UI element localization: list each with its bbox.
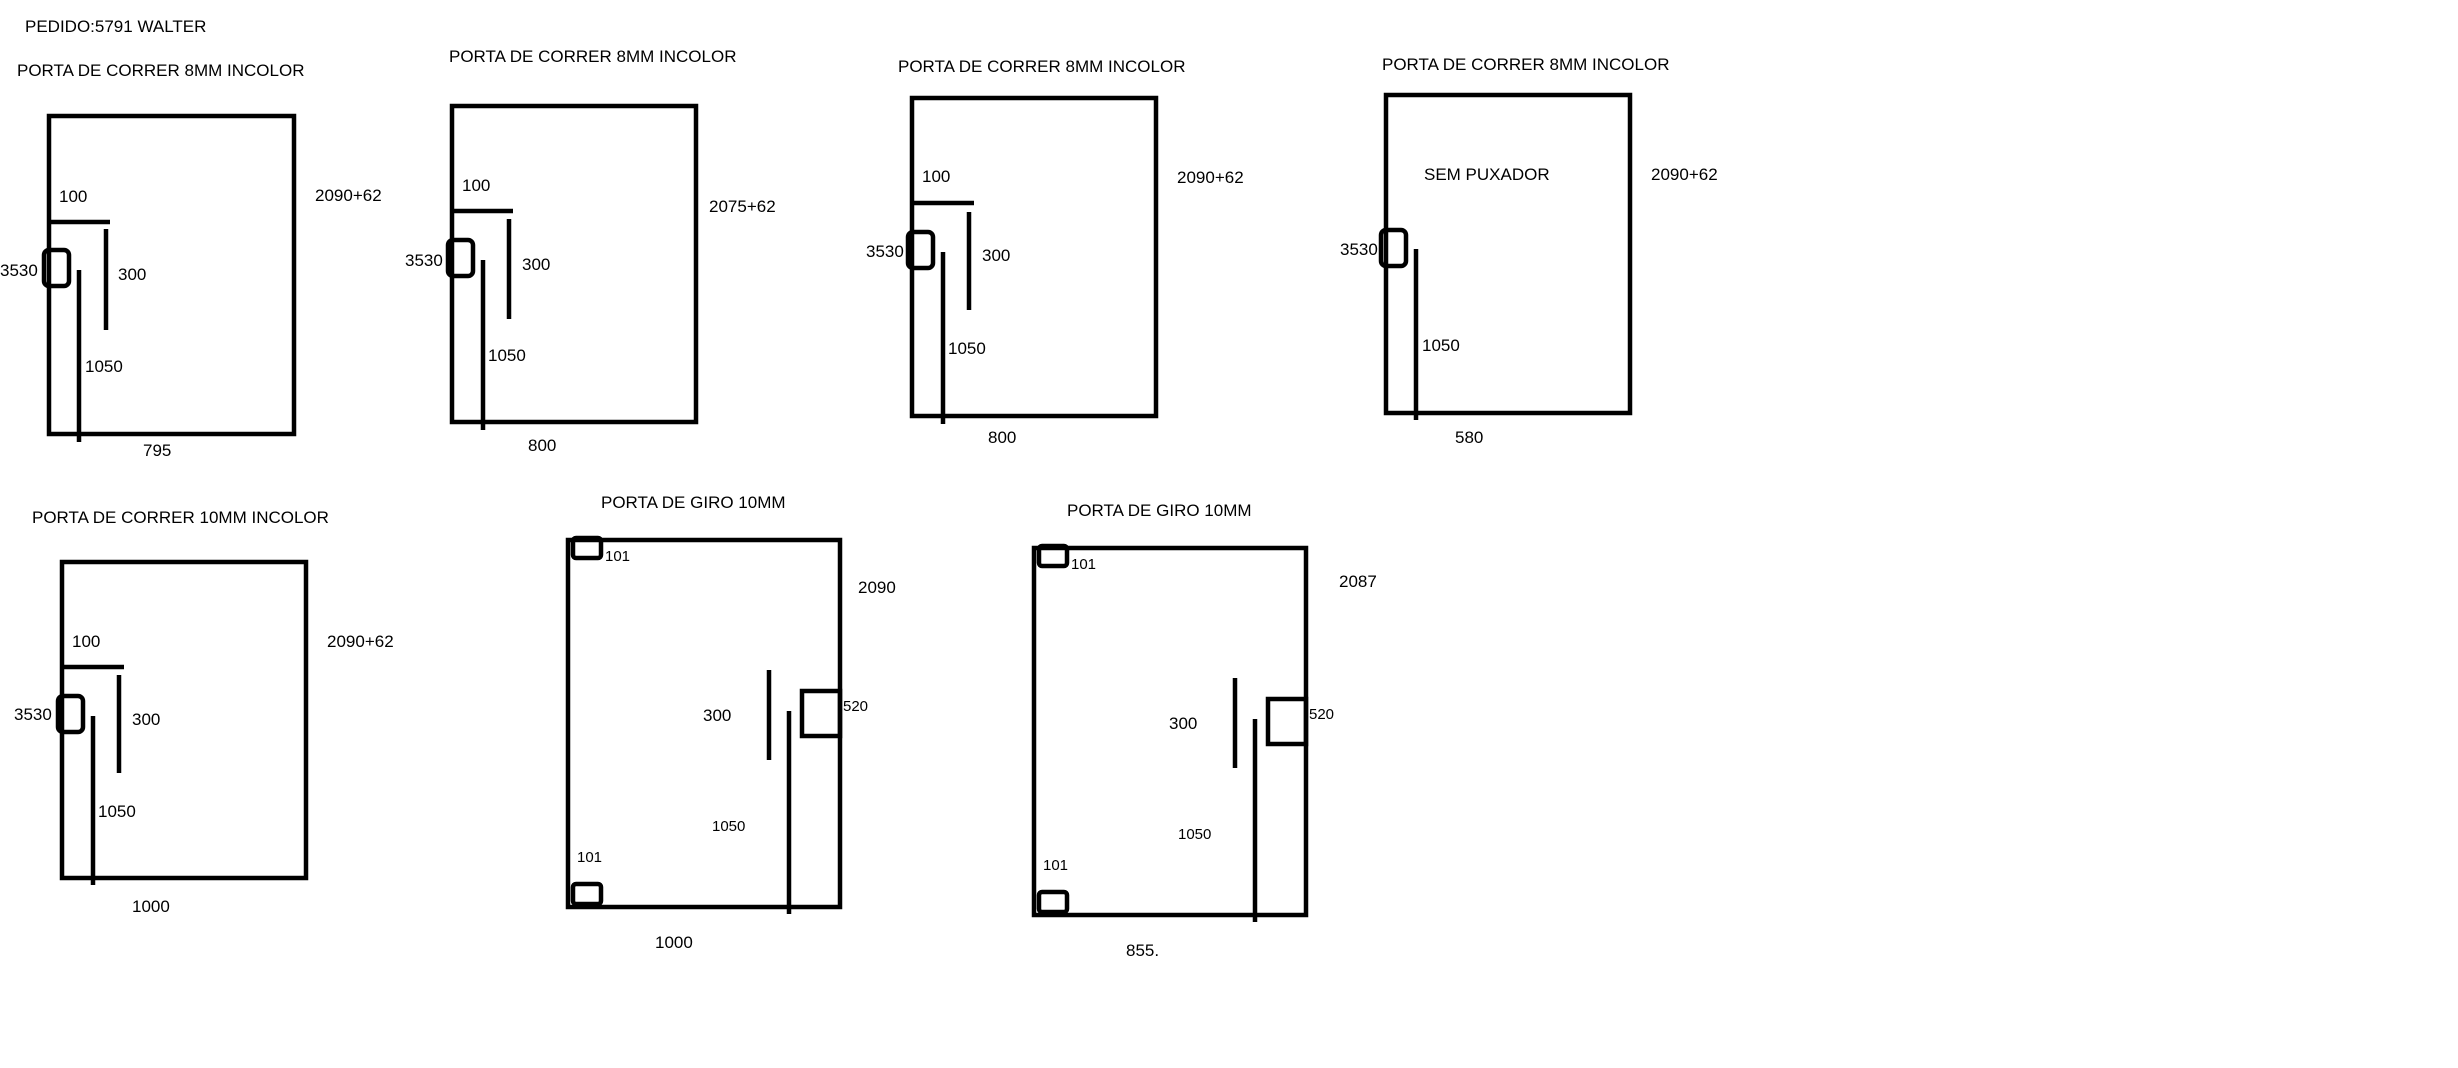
door-2-finger-pull [445,237,476,279]
door-5-height-label: 2090+62 [327,632,394,651]
door-5-title: PORTA DE CORRER 10MM INCOLOR [32,508,329,527]
door-7-handle-label: 300 [1169,714,1197,733]
door-6-handle-label: 300 [703,706,731,725]
door-7-hinge-bottom-label: 101 [1043,857,1068,874]
door-5-width-label: 1000 [132,897,170,916]
door-5-finger-pull [55,693,86,735]
door-1-height-label: 2090+62 [315,186,382,205]
door-2-height-label: 2075+62 [709,197,776,216]
door-1-finger-pull [41,247,72,289]
door-3-title: PORTA DE CORRER 8MM INCOLOR [898,57,1185,76]
door-7-width-label: 855. [1126,941,1159,960]
door-4-title: PORTA DE CORRER 8MM INCOLOR [1382,55,1669,74]
door-4-handle-height-label: 1050 [1422,336,1460,355]
door-4-glass-panel [1383,92,1633,416]
door-7-title: PORTA DE GIRO 10MM [1067,501,1252,520]
door-1: PORTA DE CORRER 8MM INCOLOR 100 300 3530… [0,61,382,460]
door-4: PORTA DE CORRER 8MM INCOLOR SEM PUXADOR … [1340,55,1718,447]
door-4-side-label: 3530 [1340,240,1378,259]
door-7-lock-label: 520 [1309,706,1334,723]
door-2-side-label: 3530 [405,251,443,270]
door-3-handle-height-label: 1050 [948,339,986,358]
door-3-handle-label: 300 [982,246,1010,265]
door-6-hinge-bottom-label: 101 [577,849,602,866]
door-1-handle-label: 300 [118,265,146,284]
door-4-width-label: 580 [1455,428,1483,447]
door-3-top-offset-label: 100 [922,167,950,186]
door-2: PORTA DE CORRER 8MM INCOLOR 100 300 3530… [405,47,776,455]
door-6-height-label: 2090 [858,578,896,597]
door-7-hinge-top [1036,543,1070,569]
door-6-title: PORTA DE GIRO 10MM [601,493,786,512]
door-2-handle-height-label: 1050 [488,346,526,365]
door-3-glass-panel [909,95,1159,419]
door-7-lock-box [1265,696,1309,747]
door-6-width-label: 1000 [655,933,693,952]
door-5-handle-height-label: 1050 [98,802,136,821]
door-5-glass-panel [59,559,309,881]
door-1-handle-height-label: 1050 [85,357,123,376]
door-4-finger-pull [1378,227,1409,269]
door-3-side-label: 3530 [866,242,904,261]
door-7-hinge-top-label: 101 [1071,556,1096,573]
door-6-lock-label: 520 [843,698,868,715]
door-7-handle-height-label: 1050 [1178,826,1211,843]
door-6-lock-box [799,688,843,739]
door-1-top-offset-label: 100 [59,187,87,206]
order-label: PEDIDO:5791 WALTER [25,17,206,36]
door-2-handle-label: 300 [522,255,550,274]
door-2-title: PORTA DE CORRER 8MM INCOLOR [449,47,736,66]
door-7-hinge-bottom [1036,889,1070,915]
door-1-width-label: 795 [143,441,171,460]
door-2-width-label: 800 [528,436,556,455]
door-4-height-label: 2090+62 [1651,165,1718,184]
door-6-hinge-top [570,535,604,561]
door-1-side-label: 3530 [0,261,38,280]
door-3: PORTA DE CORRER 8MM INCOLOR 100 300 3530… [866,57,1244,447]
door-6-handle-height-label: 1050 [712,818,745,835]
door-1-glass-panel [46,113,297,437]
door-5-handle-label: 300 [132,710,160,729]
door-3-width-label: 800 [988,428,1016,447]
door-5: PORTA DE CORRER 10MM INCOLOR 100 300 353… [14,508,394,916]
door-1-title: PORTA DE CORRER 8MM INCOLOR [17,61,304,80]
door-5-side-label: 3530 [14,705,52,724]
door-2-top-offset-label: 100 [462,176,490,195]
door-6-hinge-bottom [570,881,604,907]
door-3-finger-pull [905,229,936,271]
door-4-note: SEM PUXADOR [1424,165,1550,184]
door-3-height-label: 2090+62 [1177,168,1244,187]
door-5-top-offset-label: 100 [72,632,100,651]
door-6: PORTA DE GIRO 10MM 101 101 300 520 1050 … [565,493,896,952]
door-2-glass-panel [449,103,699,425]
door-7: PORTA DE GIRO 10MM 101 101 300 520 1050 … [1031,501,1377,960]
door-7-height-label: 2087 [1339,572,1377,591]
door-6-hinge-top-label: 101 [605,548,630,565]
